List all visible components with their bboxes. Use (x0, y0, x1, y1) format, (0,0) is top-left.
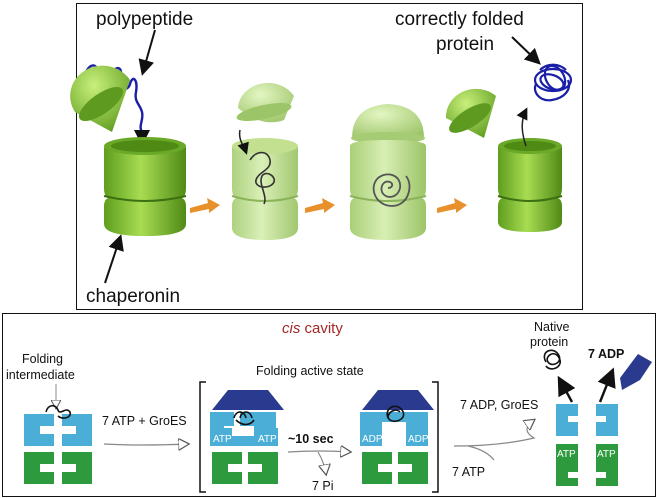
chaperonin-loading-2 (231, 82, 299, 240)
chaperonin-label: chaperonin (86, 286, 180, 307)
pi-label: 7 Pi (312, 479, 334, 493)
native-protein-line1: Native (534, 320, 569, 334)
folding-intermediate-line2: intermediate (6, 368, 75, 382)
native-protein-line2: protein (530, 335, 568, 349)
adp-out-label: 7 ADP (588, 347, 624, 361)
reaction-cycle-frame (2, 313, 656, 497)
groes-released-icon (620, 354, 652, 390)
atp-label: ATP (597, 449, 616, 460)
chaperonin-ring-complex-4: ATP ATP (556, 404, 618, 486)
chaperonin-closed-3 (349, 104, 427, 240)
chaperonin-ring-complex-1 (24, 404, 92, 484)
atp-label: ATP (557, 449, 576, 460)
folded-protein-pointer (511, 36, 541, 65)
folding-intermediate-line1: Folding (22, 352, 63, 366)
folded-protein-icon (533, 63, 573, 102)
adp-label: ADP (362, 434, 383, 445)
chaperonin-ring-complex-3: ADP ADP (360, 390, 434, 484)
atp-label: ATP (213, 434, 232, 445)
native-protein-icon (543, 349, 561, 370)
polypeptide-label: polypeptide (96, 9, 193, 30)
folded-protein-label-line1: correctly folded (395, 9, 524, 30)
adp-label: ADP (408, 434, 429, 445)
step3-top-label: 7 ADP, GroES (460, 398, 538, 412)
atp-label: ATP (258, 434, 277, 445)
cis-label: cis (282, 320, 301, 337)
process-arrow-icon (190, 198, 220, 213)
folding-active-state-label: Folding active state (256, 364, 364, 378)
folded-protein-label-line2: protein (436, 34, 494, 55)
cavity-label: cavity (300, 320, 343, 337)
polypeptide-pointer (138, 29, 156, 76)
reaction-cycle-panel: cis cavity Folding intermediate 7 ATP + … (6, 320, 652, 493)
chaperonin-open-1 (70, 65, 187, 236)
chaperonin-ring-complex-2: ATP ATP (210, 390, 284, 484)
step3-bottom-label: 7 ATP (452, 465, 485, 479)
chaperonin-pointer (104, 234, 124, 284)
chaperonin-open-4 (445, 88, 563, 232)
process-arrow-icon (305, 198, 335, 213)
step1-label: 7 ATP + GroES (102, 414, 187, 428)
process-arrow-icon (437, 198, 467, 213)
svg-text:cis cavity: cis cavity (282, 320, 343, 337)
timer-label: ~10 sec (288, 432, 334, 446)
